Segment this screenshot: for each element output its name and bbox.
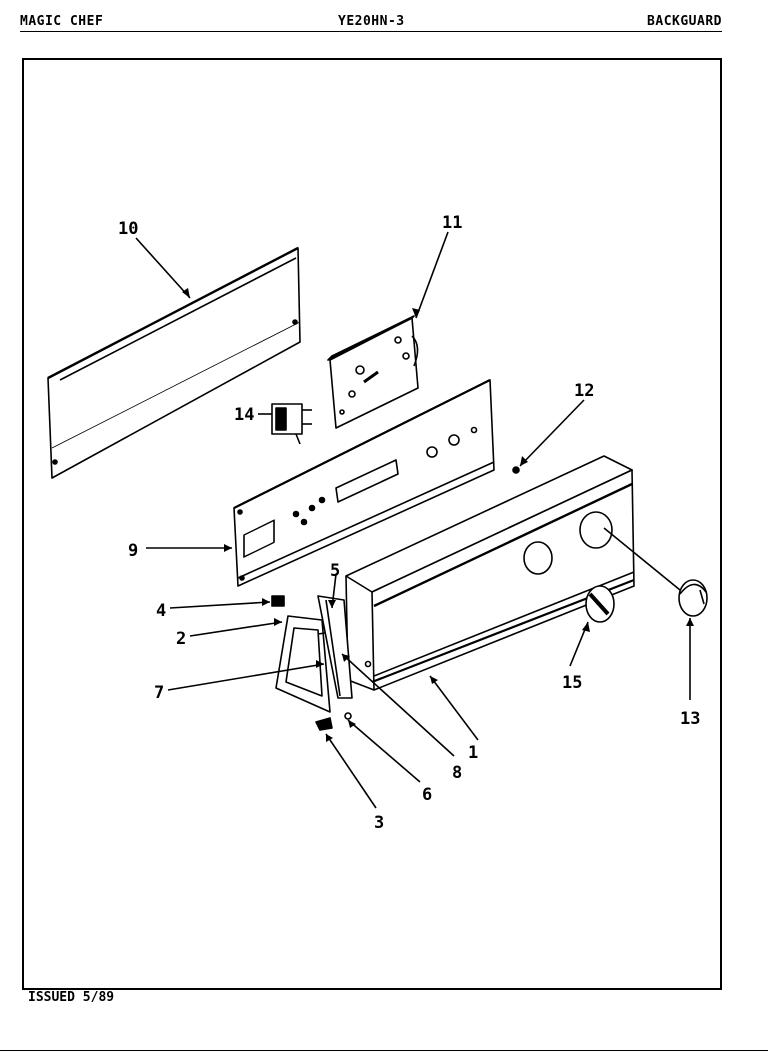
part-11-timer <box>327 315 419 429</box>
callout-7: 7 <box>154 683 164 703</box>
arrowheads <box>182 288 694 742</box>
callout-3: 3 <box>374 813 384 833</box>
issue-date: ISSUED 5/89 <box>28 990 115 1005</box>
part-15-knob <box>585 585 615 623</box>
part-13-knob <box>678 579 708 617</box>
part-12-screw <box>512 466 520 474</box>
callout-1: 1 <box>468 743 478 763</box>
callout-2: 2 <box>176 629 186 649</box>
callout-9: 9 <box>128 541 138 561</box>
callout-11: 11 <box>442 213 462 233</box>
part-3-bracket <box>315 717 333 731</box>
part-10-rear-panel <box>47 246 301 479</box>
part-1-backguard-shell <box>345 455 635 691</box>
callout-6: 6 <box>422 785 432 805</box>
callout-8: 8 <box>452 763 462 783</box>
bottom-rule <box>0 1050 768 1051</box>
header-rule <box>20 31 722 32</box>
part-14-switch <box>271 403 312 445</box>
callout-15: 15 <box>562 673 582 693</box>
part-5-trim-strip <box>317 595 353 699</box>
callout-10: 10 <box>118 219 138 239</box>
callout-13: 13 <box>680 709 700 729</box>
callout-4: 4 <box>156 601 166 621</box>
part-8-screw <box>364 660 372 668</box>
part-4-clip <box>271 595 285 607</box>
part-9-control-panel <box>233 379 495 587</box>
callout-14: 14 <box>234 405 254 425</box>
callout-12: 12 <box>574 381 594 401</box>
part-6-screw <box>344 712 352 720</box>
model-number: YE20HN-3 <box>338 14 405 29</box>
diagram-frame <box>22 58 722 990</box>
callout-5: 5 <box>330 561 340 581</box>
section-title: BACKGUARD <box>647 14 722 29</box>
leader-lines <box>135 231 691 809</box>
part-2-end-cap <box>275 615 333 713</box>
brand-label: MAGIC CHEF <box>20 14 104 29</box>
